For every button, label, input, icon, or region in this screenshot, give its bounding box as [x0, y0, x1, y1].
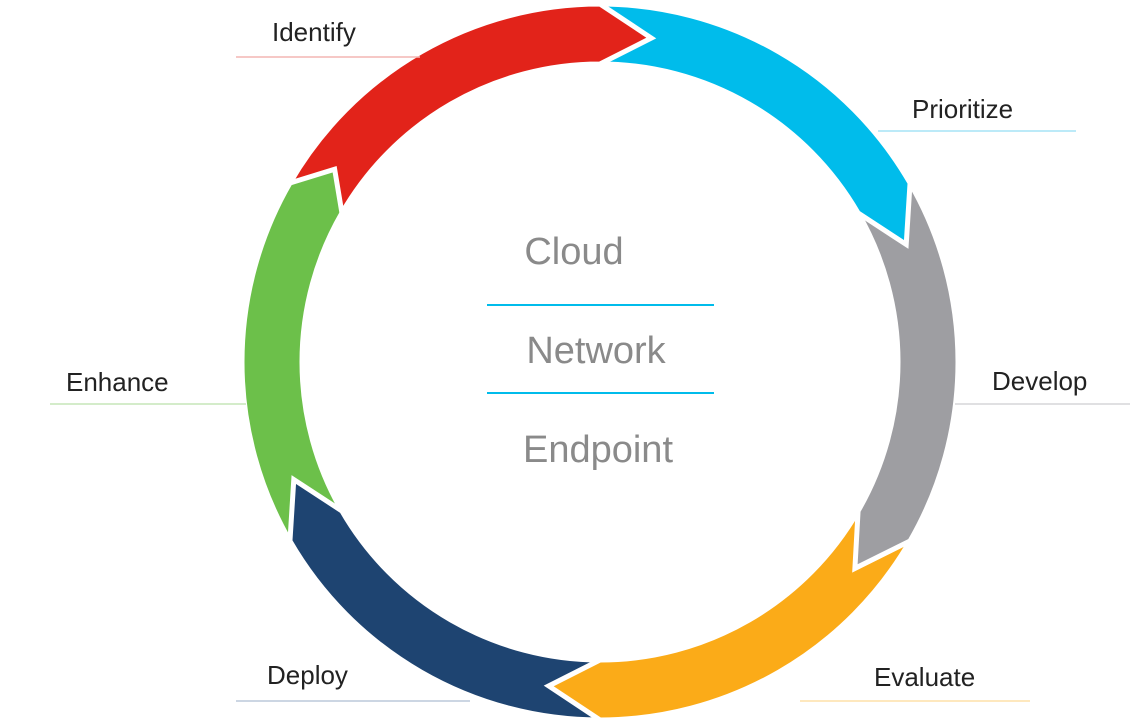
- segment-identify: [284, 1, 657, 221]
- segment-deploy: [287, 475, 607, 718]
- center-item-cloud: Cloud: [524, 231, 623, 273]
- segment-develop: [852, 176, 961, 573]
- segment-evaluate: [543, 503, 916, 718]
- center-item-endpoint: Endpoint: [523, 429, 673, 471]
- stage-label-evaluate: Evaluate: [874, 662, 975, 692]
- stage-label-identify: Identify: [272, 17, 356, 47]
- stage-label-deploy: Deploy: [267, 660, 348, 690]
- stage-label-enhance: Enhance: [66, 367, 169, 397]
- cycle-ring: [239, 1, 961, 718]
- segment-prioritize: [593, 1, 913, 249]
- stage-label-develop: Develop: [992, 366, 1087, 396]
- center-item-network: Network: [526, 330, 666, 372]
- stage-label-prioritize: Prioritize: [912, 94, 1013, 124]
